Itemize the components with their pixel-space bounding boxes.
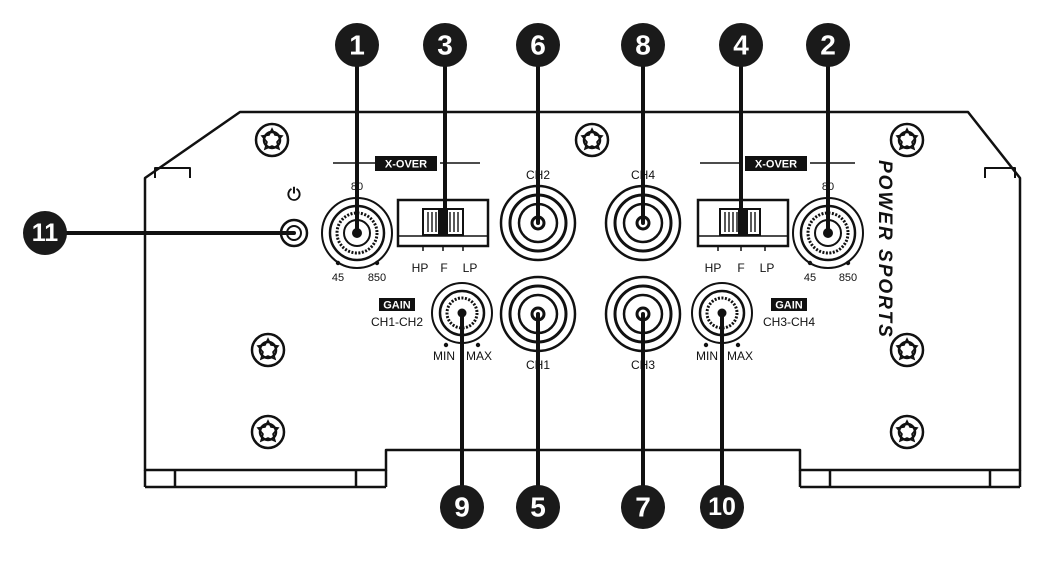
callout-4: 4 xyxy=(719,23,763,67)
svg-text:10: 10 xyxy=(708,493,736,521)
screw-icon xyxy=(889,332,925,368)
screw-icon xyxy=(254,122,290,158)
filter-right-lp: LP xyxy=(760,261,775,275)
xover-badge-right xyxy=(745,156,807,171)
gain-left-max: MAX xyxy=(466,349,492,363)
filter-left-f: F xyxy=(440,261,447,275)
svg-text:4: 4 xyxy=(733,30,749,61)
gain-right-min: MIN xyxy=(696,349,718,363)
scale-dot xyxy=(735,342,741,348)
power-icon: ⏻ xyxy=(287,185,301,204)
gain-label-left: GAIN xyxy=(383,300,411,312)
svg-text:2: 2 xyxy=(820,30,836,61)
scale-dot xyxy=(807,260,813,266)
callout-6: 6 xyxy=(516,23,560,67)
xover-right-min: 45 xyxy=(804,272,816,284)
svg-text:1: 1 xyxy=(349,30,365,61)
gain-left-min: MIN xyxy=(433,349,455,363)
screw-icon xyxy=(889,122,925,158)
callout-9: 9 xyxy=(440,485,484,529)
filter-left-hp: HP xyxy=(412,261,429,275)
svg-text:8: 8 xyxy=(635,30,651,61)
callout-3: 3 xyxy=(423,23,467,67)
brand-logo: POWER SPORTS xyxy=(874,160,895,339)
gain-badge-right xyxy=(771,298,807,311)
filter-right-f: F xyxy=(737,261,744,275)
callout-10: 10 xyxy=(700,485,744,529)
screw-icon xyxy=(250,414,286,450)
svg-text:3: 3 xyxy=(437,30,453,61)
xover-label-right: X-OVER xyxy=(755,159,797,171)
scale-dot xyxy=(703,342,709,348)
callout-5: 5 xyxy=(516,485,560,529)
svg-text:5: 5 xyxy=(530,492,546,523)
callout-leaders xyxy=(63,58,830,507)
scale-dot xyxy=(443,342,449,348)
callout-8: 8 xyxy=(621,23,665,67)
xover-left-max: 850 xyxy=(368,272,386,284)
xover-right-max: 850 xyxy=(839,272,857,284)
scale-dot xyxy=(475,342,481,348)
gain-channels-left: CH1-CH2 xyxy=(371,315,423,329)
scale-dot xyxy=(335,260,341,266)
gain-label-right: GAIN xyxy=(775,300,803,312)
callout-2: 2 xyxy=(806,23,850,67)
screw-icon xyxy=(889,414,925,450)
svg-text:9: 9 xyxy=(454,492,470,523)
xover-left-min: 45 xyxy=(332,272,344,284)
screw-icon xyxy=(250,332,286,368)
svg-text:6: 6 xyxy=(530,30,546,61)
filter-left-lp: LP xyxy=(463,261,478,275)
gain-badge-left xyxy=(379,298,415,311)
scale-dot xyxy=(845,260,851,266)
gain-channels-right: CH3-CH4 xyxy=(763,315,815,329)
callout-11: 11 xyxy=(23,211,67,255)
callout-1: 1 xyxy=(335,23,379,67)
scale-dot xyxy=(374,260,380,266)
screw-icon xyxy=(574,122,610,158)
gain-right-max: MAX xyxy=(727,349,753,363)
svg-text:7: 7 xyxy=(635,492,651,523)
xover-badge-left xyxy=(375,156,437,171)
filter-right-hp: HP xyxy=(705,261,722,275)
callout-7: 7 xyxy=(621,485,665,529)
svg-text:11: 11 xyxy=(32,219,59,247)
xover-label-left: X-OVER xyxy=(385,159,427,171)
